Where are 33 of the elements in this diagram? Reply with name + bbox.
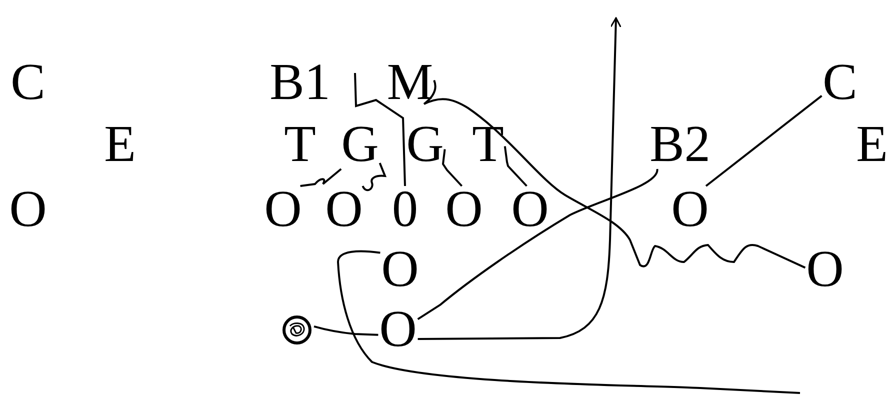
player-letter: G [406, 122, 444, 168]
route-line [423, 80, 806, 269]
player-letter: O [325, 187, 363, 233]
player-letter: O [9, 187, 47, 233]
player-letter: C [822, 60, 858, 106]
player-letter: E [856, 122, 888, 168]
player-letter: O [511, 187, 549, 233]
player-letter: O [806, 247, 844, 293]
route-line [417, 168, 658, 320]
route-line [354, 72, 406, 186]
route-line [504, 146, 528, 187]
route-line [314, 325, 378, 336]
player-letter: B2 [650, 122, 710, 168]
route-line [362, 162, 386, 192]
route-arrow [418, 17, 622, 340]
player-letter: O [445, 187, 483, 233]
player-letter: O [381, 247, 419, 293]
route-line [337, 250, 800, 394]
player-letter: O [379, 307, 417, 353]
player-letter: 0 [392, 187, 418, 233]
scribbled-circle [281, 314, 313, 346]
player-letter: O [264, 187, 302, 233]
player-letter: T [284, 122, 316, 168]
player-letter: O [671, 187, 709, 233]
route-line [442, 149, 463, 187]
player-letter: G [341, 122, 379, 168]
route-line [300, 168, 342, 187]
player-letter: T [472, 122, 504, 168]
route-line [705, 95, 822, 187]
player-letter: B1 [270, 60, 330, 106]
player-letter: M [386, 60, 434, 106]
player-letter: C [10, 60, 46, 106]
player-letter: E [104, 122, 136, 168]
